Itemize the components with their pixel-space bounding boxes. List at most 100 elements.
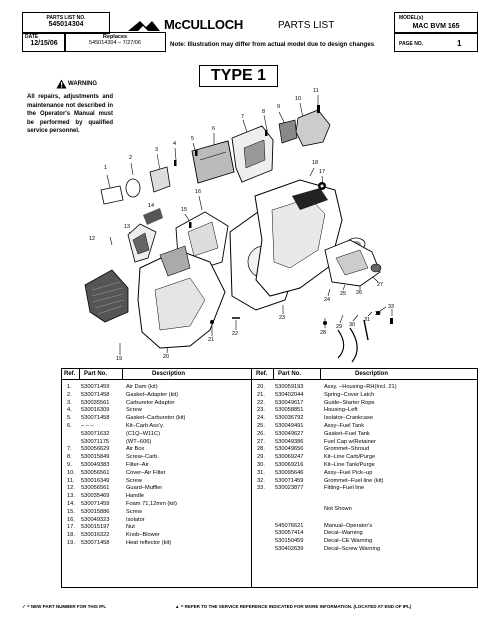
row-description: Filter–Air <box>126 462 149 468</box>
row-part-number: 530057414 <box>275 530 304 537</box>
callout-29: 29 <box>336 324 343 330</box>
row-ref: 19. <box>67 540 75 546</box>
callout-10: 10 <box>295 96 302 102</box>
col-header-description-2: Description <box>355 371 389 377</box>
row-part-number: 530049383 <box>81 462 110 468</box>
row-ref: 23. <box>257 407 265 414</box>
row-ref: 28. <box>257 446 265 453</box>
new-part-legend: ✓ = NEW PART NUMBER FOR THIS IPL <box>22 604 106 610</box>
row-ref: 2. <box>67 391 72 398</box>
col-rule <box>122 369 123 379</box>
row-part-number: 530402044 <box>275 391 304 398</box>
row-ref: 22. <box>257 399 265 406</box>
row-part-number: 530023877 <box>275 485 304 492</box>
row-ref: 21. <box>257 391 265 398</box>
page-number: 1 <box>457 39 462 48</box>
callout-2: 2 <box>129 155 133 161</box>
row-ref: 3. <box>67 399 72 406</box>
row-ref: 5. <box>67 415 72 422</box>
model-label: MODEL(s) <box>399 15 424 21</box>
row-description: Foam 71,12mm (kit) <box>126 501 177 507</box>
row-part-number: 530071175 <box>81 438 110 445</box>
row-description: Assy–Fuel Tank <box>324 423 365 429</box>
callout-30: 30 <box>349 322 356 328</box>
row-part-number: 530049617 <box>275 399 304 406</box>
new-part-check-icon: ✓ <box>22 604 26 609</box>
row-ref: 20. <box>257 384 265 390</box>
row-description: Air Dam (kit) <box>126 384 158 390</box>
row-ref: 29. <box>257 454 265 461</box>
row-ref: 10. <box>67 469 75 476</box>
row-part-number: 530016349 <box>81 477 110 484</box>
new-part-text: = NEW PART NUMBER FOR THIS IPL <box>27 604 107 609</box>
row-part-number: 530069247 <box>275 454 304 461</box>
row-description: Cover–Air Filter <box>126 469 166 476</box>
row-ref: 8. <box>67 454 72 461</box>
row-description: Kit–Carb Ass'y. <box>126 423 164 429</box>
header-block: PARTS LIST NO. 545014304 DATE 12/15/06 R… <box>22 12 478 52</box>
warning-text: All repairs, adjustments and maintenance… <box>27 94 113 135</box>
row-description: Handle <box>126 493 145 500</box>
row-ref: 6. <box>67 423 72 429</box>
callout-13: 13 <box>124 224 131 230</box>
model-cell: MODEL(s) MAC BVM 165 <box>394 12 478 34</box>
row-description: Guide–Starter Rope <box>324 399 375 406</box>
callout-18: 18 <box>312 160 319 166</box>
parts-list-no-cell: PARTS LIST NO. 545014304 <box>22 12 110 34</box>
row-ref: 26. <box>257 430 265 437</box>
callout-15: 15 <box>181 207 188 213</box>
row-description: Carburetor Adaptor <box>126 399 175 406</box>
callout-23: 23 <box>279 315 286 321</box>
row-description: Decal–CE Warning <box>324 538 373 545</box>
callout-28: 28 <box>320 330 327 336</box>
service-reference-legend: ▲ = REFER TO THE SERVICE REFERENCE INDIC… <box>175 604 411 609</box>
parts-list-number: 545014304 <box>48 21 84 28</box>
row-description: Housing–Left <box>324 407 358 414</box>
model-value: MAC BVM 165 <box>412 23 460 30</box>
row-description: Isolator–Crankcase <box>324 415 373 422</box>
row-ref: 9. <box>67 462 72 468</box>
row-part-number: 530015886 <box>81 508 110 515</box>
row-part-number: 530071458 <box>81 391 110 398</box>
row-part-number: 530049323 <box>81 516 110 523</box>
parts-table: Ref. Part No. Description Ref. Part No. … <box>61 368 478 588</box>
callout-8: 8 <box>262 109 266 115</box>
header-divider <box>62 379 477 380</box>
callout-11: 11 <box>313 88 319 94</box>
row-description: Heat reflector (kit) <box>126 540 172 546</box>
row-description: Screw–Carb. <box>126 454 159 461</box>
row-description: Screw <box>126 477 142 484</box>
row-part-number: 530056561 <box>81 469 110 476</box>
row-ref: 16. <box>67 516 75 523</box>
row-part-number: 530071459 <box>81 384 110 390</box>
callout-33: 33 <box>388 304 395 310</box>
row-description: Gasket–Carburetor (kit) <box>126 415 186 422</box>
row-ref: 24. <box>257 415 265 422</box>
row-ref: 30. <box>257 462 265 468</box>
row-description: Kit–Line Carb/Purge <box>324 454 376 461</box>
row-ref: 4. <box>67 407 72 414</box>
row-part-number: 530071458 <box>81 415 110 422</box>
row-part-number: 530056561 <box>81 485 110 492</box>
row-description: Grommet–Fuel line (kit) <box>324 477 384 484</box>
col-header-ref: Ref. <box>64 371 76 377</box>
replaces-cell: Replaces 545014304 – 7/27/06 <box>64 32 166 52</box>
row-description: Decal–Warning <box>324 530 363 537</box>
illustration-note: Note: Illustration may differ from actua… <box>170 41 375 48</box>
col-rule <box>320 369 321 379</box>
row-description: Knob–Blower <box>126 532 160 539</box>
callout-26: 26 <box>356 290 363 296</box>
row-description: Fuel Cap w/Retainer <box>324 438 376 445</box>
exploded-parts-diagram <box>84 95 393 363</box>
row-ref: 18. <box>67 532 75 539</box>
callout-20: 20 <box>163 354 170 360</box>
col-header-part-no: Part No. <box>84 371 108 377</box>
callout-21: 21 <box>208 337 215 343</box>
row-ref: 25. <box>257 423 265 429</box>
parts-list-label: PARTS LIST NO. <box>46 15 86 21</box>
row-ref: 11. <box>67 477 75 484</box>
col-header-description: Description <box>152 371 186 377</box>
callout-6: 6 <box>212 126 216 132</box>
callout-7: 7 <box>241 114 245 120</box>
row-ref: 13. <box>67 493 75 500</box>
